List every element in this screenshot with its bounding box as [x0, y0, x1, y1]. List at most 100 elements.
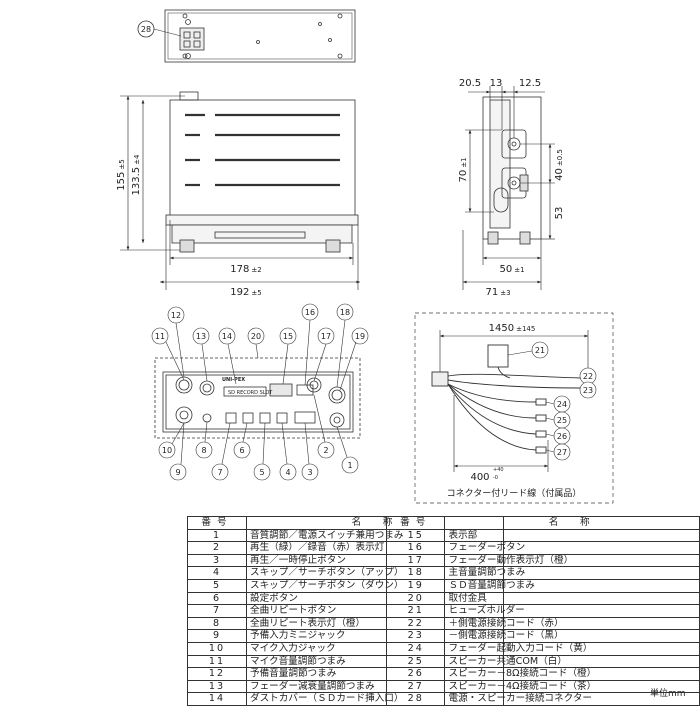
part-name: ＋側電源接続コード（赤） — [444, 616, 700, 631]
callout-20 — [247, 327, 265, 359]
svg-text:26: 26 — [557, 432, 567, 441]
front-panel-text: UNI-PEX SD RECORD SLOT — [222, 377, 273, 396]
part-number: 5 — [187, 578, 247, 593]
connector-caption: コネクター付リード線（付属品） — [447, 487, 582, 499]
part-number: 27 — [385, 679, 446, 694]
part-number: 26 — [385, 667, 446, 681]
svg-text:-0: -0 — [493, 475, 498, 481]
svg-text:23: 23 — [583, 386, 593, 395]
svg-text:UNI-PEX: UNI-PEX — [222, 377, 245, 383]
svg-text:13: 13 — [490, 78, 503, 89]
svg-text:13: 13 — [196, 332, 206, 341]
svg-text:6: 6 — [239, 446, 244, 455]
front-callouts — [151, 303, 369, 481]
svg-text:1450±145: 1450±145 — [489, 323, 536, 334]
side-view-dimensions — [462, 86, 555, 290]
part-name: ＳＤ音量調節つまみ — [444, 578, 700, 593]
part-number: 10 — [187, 641, 247, 656]
header-no: 番号 — [187, 516, 247, 530]
part-number: 16 — [385, 541, 446, 555]
header-name: 名 称 — [444, 516, 700, 530]
svg-text:2: 2 — [323, 446, 328, 455]
callout-19 — [339, 327, 369, 391]
part-number: 19 — [385, 578, 446, 593]
svg-text:133.5±4: 133.5±4 — [131, 154, 142, 196]
top-view-dim-labels: 155±5 133.5±4 178±2 192±5 — [116, 154, 262, 298]
part-number: 23 — [385, 629, 446, 643]
svg-text:24: 24 — [557, 400, 567, 409]
part-number: 11 — [187, 654, 247, 669]
callout-16 — [301, 303, 319, 386]
callout-14 — [218, 327, 237, 385]
part-name: フェーダー動作表示灯（橙） — [444, 553, 700, 568]
connector-lead-box: 21 22 23 24 25 26 27 1450±145 400 +40 -0… — [414, 312, 614, 504]
part-number: 17 — [385, 553, 446, 568]
callout-17 — [313, 327, 335, 382]
part-number: 20 — [385, 591, 446, 606]
callout-1 — [336, 426, 359, 474]
part-number: 13 — [187, 679, 247, 694]
svg-text:11: 11 — [155, 332, 165, 341]
part-number: 14 — [187, 692, 247, 706]
svg-text:7: 7 — [217, 468, 222, 477]
part-number: 12 — [187, 667, 247, 681]
part-number: 4 — [187, 566, 247, 580]
top-view — [165, 91, 359, 253]
part-name: スピーカー共通COM（白） — [444, 654, 700, 669]
svg-text:53: 53 — [554, 207, 565, 220]
part-name: フェーダーボタン — [444, 541, 700, 555]
callout-8 — [195, 421, 213, 459]
table-row: 22＋側電源接続コード（赤） — [385, 616, 700, 631]
rear-view — [164, 9, 356, 63]
part-number: 22 — [385, 616, 446, 631]
part-name: ヒューズホルダー — [444, 604, 700, 618]
header-no: 番号 — [385, 516, 446, 530]
callout-5 — [253, 422, 271, 481]
svg-text:155±5: 155±5 — [116, 159, 127, 190]
svg-text:178±2: 178±2 — [230, 264, 261, 275]
unit-label: 単位mm — [650, 689, 686, 699]
svg-text:16: 16 — [305, 308, 315, 317]
svg-text:18: 18 — [340, 308, 350, 317]
svg-text:50±1: 50±1 — [499, 264, 524, 275]
callout-9 — [169, 422, 187, 481]
svg-text:28: 28 — [141, 25, 151, 34]
svg-text:5: 5 — [259, 468, 264, 477]
part-name: 取付金具 — [444, 591, 700, 606]
front-callout-numbers: 11 12 13 14 20 15 16 17 18 19 10 9 8 7 6… — [155, 308, 365, 477]
part-number: 3 — [187, 553, 247, 568]
callout-10 — [158, 422, 185, 459]
callout-13 — [192, 327, 210, 382]
table-header: 番号 名 称 — [385, 516, 700, 530]
part-number: 9 — [187, 629, 247, 643]
part-number: 21 — [385, 604, 446, 618]
callout-27 — [545, 443, 571, 461]
part-number: 8 — [187, 616, 247, 631]
table-row: 23－側電源接続コード（黒） — [385, 629, 700, 643]
part-number: 1 — [187, 528, 247, 543]
part-number: 6 — [187, 591, 247, 606]
svg-text:3: 3 — [307, 468, 312, 477]
part-name: 主音量調節つまみ — [444, 566, 700, 580]
callout-23 — [579, 381, 597, 399]
part-name: －側電源接続コード（黒） — [444, 629, 700, 643]
svg-text:70±1: 70±1 — [458, 157, 469, 182]
svg-text:+40: +40 — [493, 467, 504, 473]
part-number: 7 — [187, 604, 247, 618]
callout-26 — [545, 427, 571, 445]
svg-text:20: 20 — [251, 332, 261, 341]
callout-3 — [301, 422, 319, 481]
svg-text:10: 10 — [162, 446, 172, 455]
svg-text:SD RECORD SLOT: SD RECORD SLOT — [228, 390, 273, 396]
svg-text:20.5: 20.5 — [459, 78, 481, 89]
svg-text:9: 9 — [175, 468, 180, 477]
callout-28: 28 — [137, 20, 182, 38]
